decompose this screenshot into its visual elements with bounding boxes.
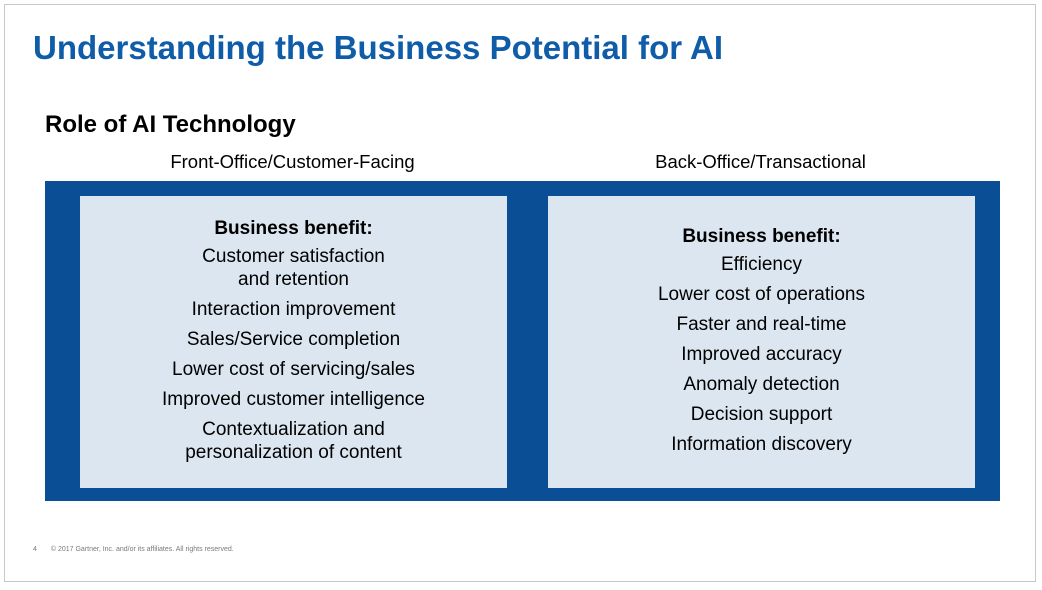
back-office-panel: Business benefit: Efficiency Lower cost … <box>548 196 975 488</box>
list-item: Sales/Service completion <box>186 329 401 350</box>
page-number: 4 <box>33 546 37 553</box>
benefits-band: Business benefit: Customer satisfaction … <box>45 181 1000 501</box>
slide-subtitle: Role of AI Technology <box>45 111 296 138</box>
list-item: Faster and real-time <box>676 314 847 335</box>
back-office-heading: Back-Office/Transactional <box>655 151 866 172</box>
front-office-panel: Business benefit: Customer satisfaction … <box>80 196 507 488</box>
list-item: Customer satisfaction and retention <box>202 246 385 290</box>
back-office-benefit-list: Efficiency Lower cost of operations Fast… <box>658 253 865 463</box>
list-item: Decision support <box>690 404 833 425</box>
back-office-benefit-heading: Business benefit: <box>682 226 841 247</box>
slide: Understanding the Business Potential for… <box>4 4 1036 582</box>
slide-title: Understanding the Business Potential for… <box>33 29 724 66</box>
list-item: Lower cost of servicing/sales <box>172 359 415 380</box>
slide-footer: 4 © 2017 Gartner, Inc. and/or its affili… <box>33 546 234 553</box>
front-office-benefit-heading: Business benefit: <box>214 218 373 239</box>
list-item: Contextualization and personalization of… <box>185 419 402 463</box>
list-item: Efficiency <box>721 254 802 275</box>
list-item: Improved customer intelligence <box>162 389 425 410</box>
list-item: Interaction improvement <box>191 299 396 320</box>
copyright-text: © 2017 Gartner, Inc. and/or its affiliat… <box>50 546 234 553</box>
front-office-benefit-list: Customer satisfaction and retention Inte… <box>162 245 425 471</box>
list-item: Anomaly detection <box>683 374 840 395</box>
list-item: Improved accuracy <box>681 344 842 365</box>
list-item: Information discovery <box>671 434 852 455</box>
front-office-heading: Front-Office/Customer-Facing <box>170 151 415 172</box>
list-item: Lower cost of operations <box>657 284 865 305</box>
